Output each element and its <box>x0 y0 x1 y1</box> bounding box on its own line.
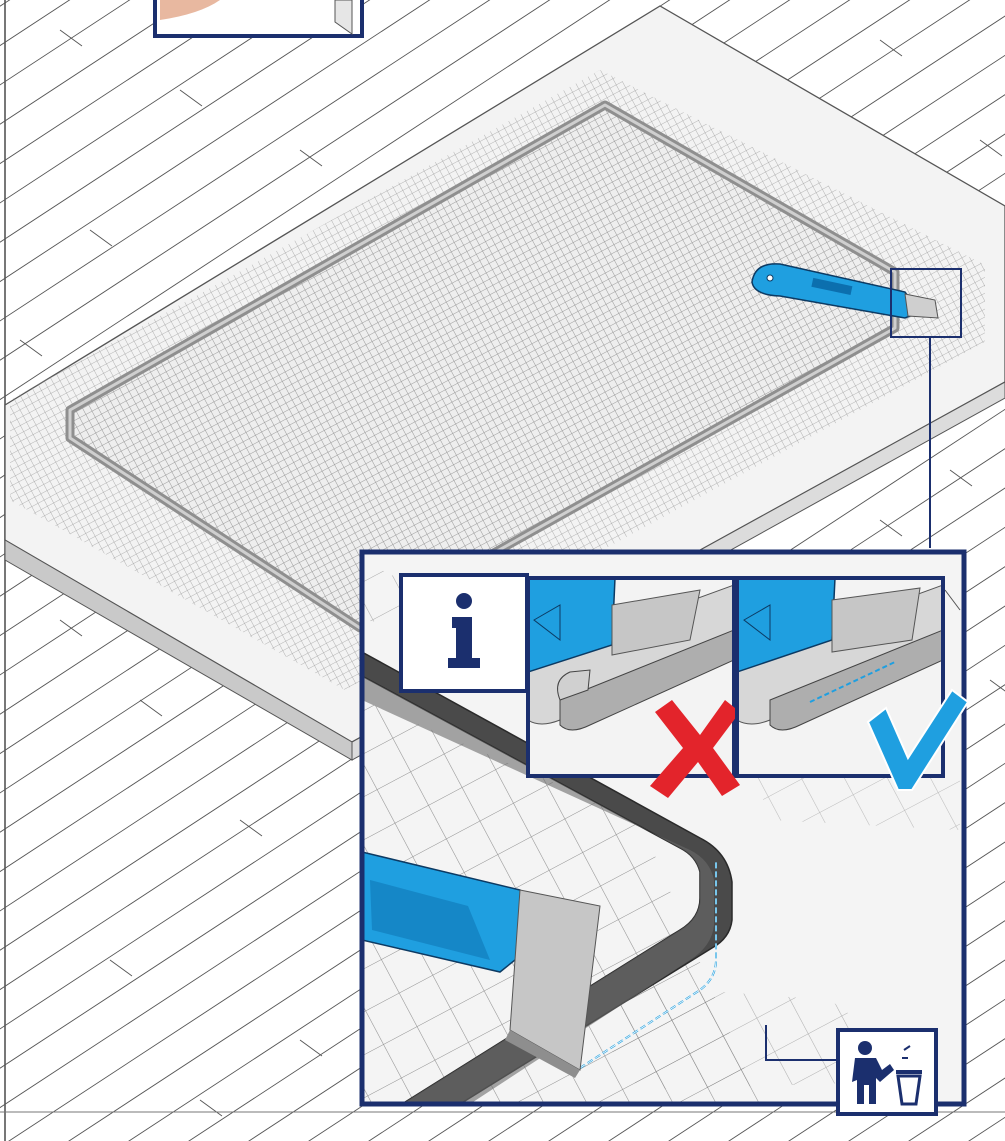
info-box <box>401 575 527 691</box>
floor-plank-joint <box>180 90 202 106</box>
floor-plank-joint <box>300 150 322 166</box>
floor-plank-line <box>1000 0 1005 1141</box>
floor-plank-joint <box>240 820 262 836</box>
floor-plank-joint <box>90 230 112 246</box>
floor-plank-joint <box>300 1040 322 1056</box>
incorrect-cut-example <box>528 578 740 798</box>
floor-plank-joint <box>880 40 902 56</box>
floor-plank-joint <box>110 960 132 976</box>
floor-plank-joint <box>200 1100 222 1116</box>
trash-disposal-icon <box>838 1030 936 1114</box>
floor-plank-joint <box>20 340 42 356</box>
previous-step-inset <box>155 0 362 36</box>
floor-plank-joint <box>140 700 162 716</box>
correct-cut-example <box>737 578 968 790</box>
